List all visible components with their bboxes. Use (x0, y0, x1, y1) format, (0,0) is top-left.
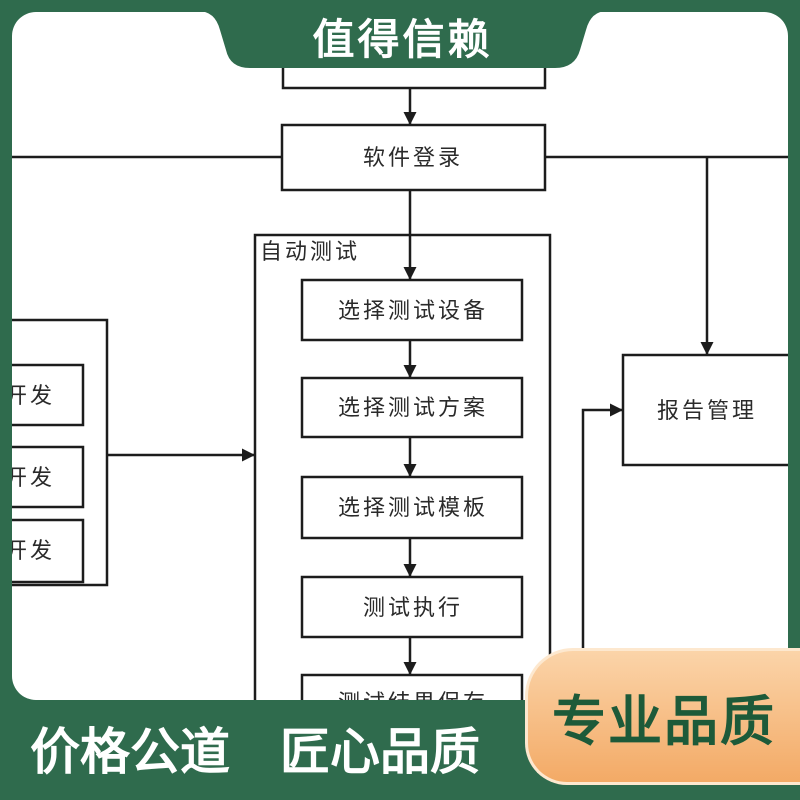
left-item-label-1: 开发 (5, 384, 55, 409)
step-label-select-device: 选择测试设备 (338, 299, 488, 324)
left-item-box-1 (12, 363, 85, 427)
step-label-save-result: 测试结果保存 (338, 691, 488, 716)
step-box-select-device (300, 278, 524, 342)
step-box-execute (300, 575, 524, 639)
step-box-select-plan (300, 376, 524, 439)
badge-label: 专业品质 (552, 690, 776, 753)
diagram-content: 软件登录 报告管理 自动测试 选择测试设备 选择测试方案 选择测试模板 (5, 18, 788, 716)
top-banner-tab (198, 0, 607, 68)
auto-test-group (253, 233, 552, 700)
connector-result-to-report (581, 403, 623, 700)
left-item-box-3 (12, 518, 85, 584)
auto-test-label: 自动测试 (260, 240, 360, 265)
report-label: 报告管理 (657, 399, 757, 424)
step-label-select-template: 选择测试模板 (338, 496, 488, 521)
step-label-execute: 测试执行 (363, 596, 463, 621)
step-label-select-plan: 选择测试方案 (338, 396, 488, 421)
white-panel (12, 12, 788, 700)
left-item-box-2 (12, 445, 85, 509)
left-item-label-3: 开发 (5, 539, 55, 564)
step-box-select-template (300, 475, 524, 540)
tagline-part-2: 匠心品质 (280, 723, 480, 781)
login-label: 软件登录 (363, 146, 463, 171)
tagline-part-1: 价格公道 (30, 723, 230, 781)
left-item-label-2: 开发 (5, 466, 55, 491)
top-banner-title: 值得信赖 (312, 14, 493, 64)
bottom-tagline: 价格公道匠心品质 (30, 722, 480, 782)
step-box-save-result (300, 673, 524, 700)
quality-badge: 专业品质 (525, 648, 800, 785)
